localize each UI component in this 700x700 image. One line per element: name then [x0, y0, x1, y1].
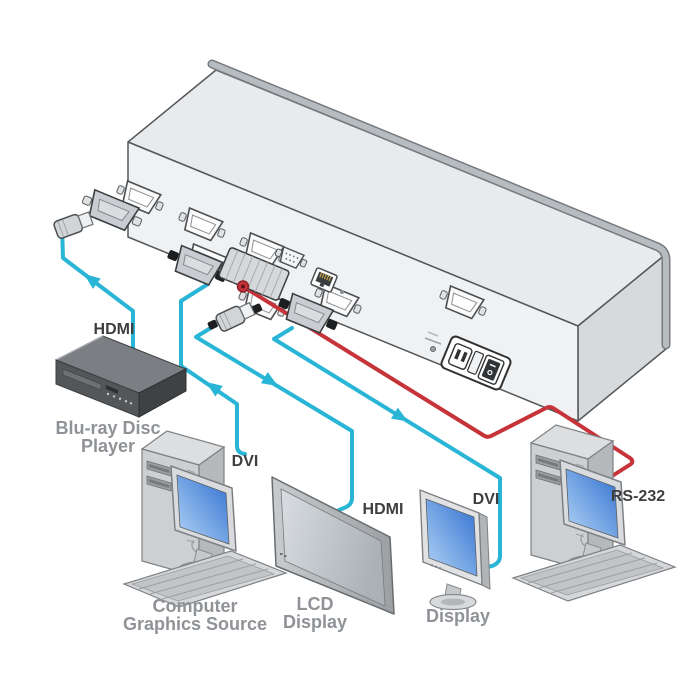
hdmi-plug-icon — [52, 208, 95, 241]
av-switcher-device — [112, 59, 671, 422]
indicator-led — [340, 290, 344, 294]
label-rs232: RS-232 — [611, 488, 665, 505]
label-hdmi-display: HDMI — [363, 501, 404, 518]
caption-display: Display — [426, 606, 490, 626]
cable-rs232 — [245, 287, 635, 487]
iec-power-socket-icon — [447, 343, 473, 370]
bluray-player-illustration — [54, 335, 188, 418]
cable-computer-dvi — [179, 282, 247, 456]
disc-tray — [62, 368, 102, 391]
labels: HDMI DVI HDMI DVI RS-232 Blu-ray Disc Pl… — [55, 321, 665, 634]
lcd-display-illustration — [271, 476, 395, 615]
power-inlet-assembly — [424, 331, 512, 391]
label-dvi-display: DVI — [473, 491, 500, 508]
caption-bluray-line2: Player — [81, 436, 135, 456]
label-dvi-source: DVI — [232, 453, 259, 470]
cable-lcd-hdmi — [194, 324, 354, 512]
fuse-holder-icon — [467, 350, 485, 375]
signal-arrow-icon — [84, 274, 101, 289]
cable-display-dvi — [272, 326, 502, 570]
computer-graphics-source-illustration — [123, 430, 287, 608]
caption-lcd-line2: Display — [283, 612, 347, 632]
dvi-adapter-icon — [81, 188, 143, 232]
label-hdmi-source: HDMI — [94, 321, 135, 338]
caption-bluray-line1: Blu-ray Disc — [55, 418, 160, 438]
panel-plugs — [52, 188, 343, 339]
ethernet-rj45-port-icon — [310, 267, 338, 293]
caption-computer-line2: Graphics Source — [123, 614, 267, 634]
hdmi-plug-icon — [207, 299, 263, 334]
signal-arrow-icon — [206, 382, 223, 397]
rack-ear — [209, 61, 669, 348]
ground-screw-icon — [430, 346, 436, 352]
signal-arrow-icon — [260, 372, 278, 386]
signal-arrow-icon — [391, 407, 408, 422]
rs232-db9-port-icon — [274, 245, 308, 270]
control-computer-illustration — [512, 424, 676, 602]
display-illustration — [419, 489, 491, 611]
caption-computer-line1: Computer — [153, 596, 238, 616]
caption-lcd-line1: LCD — [297, 594, 334, 614]
